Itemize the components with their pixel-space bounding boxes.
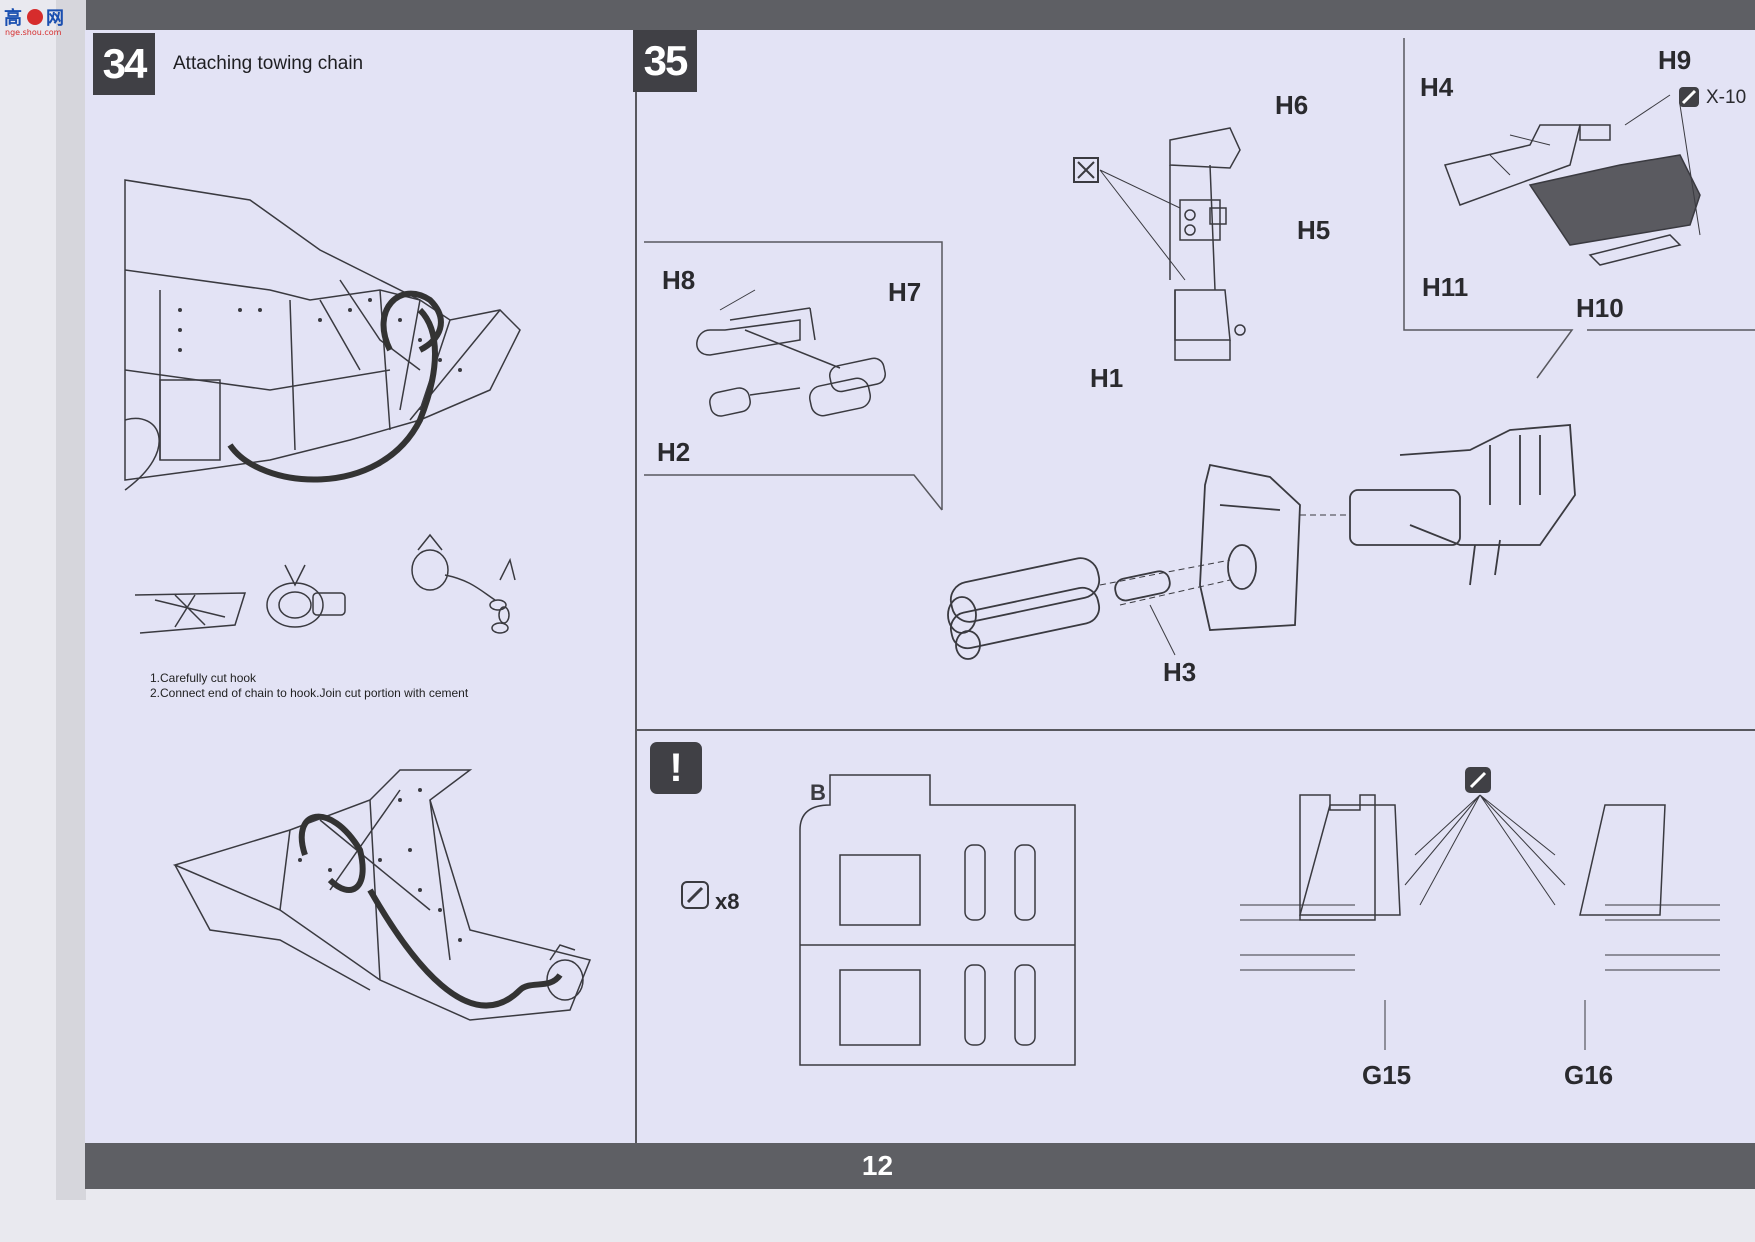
step-35-badge: 35 <box>633 30 697 92</box>
cut-marker-icon <box>1073 157 1099 183</box>
cement-bottle-icon-left <box>681 881 709 909</box>
label-H3: H3 <box>1163 657 1197 687</box>
h4-h9-h10-h11-assembly-drawing <box>1443 94 1701 266</box>
step-34-note-2: 2.Connect end of chain to hook.Join cut … <box>150 686 469 700</box>
sprue-tree-drawing: B <box>799 774 1076 1066</box>
label-G16: G16 <box>1564 1060 1614 1090</box>
quantity-label: x8 <box>715 889 740 914</box>
vehicle-chain-attached-illustration <box>172 769 592 1021</box>
top-band <box>56 0 1755 30</box>
vehicle-front-illustration <box>124 179 521 491</box>
bottom-band <box>85 1143 1755 1189</box>
column-divider <box>635 30 637 1143</box>
hook-chain-illustration <box>411 533 516 634</box>
sprue-letter: B <box>810 780 826 805</box>
section-divider <box>636 729 1755 731</box>
warning-badge: ! <box>650 742 702 794</box>
label-H10: H10 <box>1576 293 1624 323</box>
hook-cut-illustration <box>134 564 346 634</box>
watermark-logo-graphic: 高 网 nge.shou.com <box>4 7 64 37</box>
cement-bottle-icon-right <box>1465 767 1491 793</box>
label-H7: H7 <box>888 277 922 307</box>
step-34-note-1: 1.Carefully cut hook <box>150 671 257 685</box>
label-H11: H11 <box>1422 272 1469 302</box>
label-H5: H5 <box>1297 215 1331 245</box>
svg-text:高: 高 <box>4 7 22 29</box>
inset-frame-left <box>644 241 943 511</box>
h1-h5-h6-assembly-drawing <box>1099 127 1246 361</box>
label-H4: H4 <box>1420 72 1454 102</box>
label-H2: H2 <box>657 437 691 467</box>
inset-frame-right <box>1403 38 1755 379</box>
h7-h8-h2-assembly-drawing <box>696 289 886 417</box>
svg-text:nge.shou.com: nge.shou.com <box>5 28 62 37</box>
gun-main-assembly-drawing <box>947 424 1576 660</box>
paint-brush-icon <box>1679 87 1699 107</box>
page-number: 12 <box>861 1150 894 1181</box>
step-34-title: Attaching towing chain <box>173 53 364 74</box>
label-H6: H6 <box>1275 90 1309 120</box>
g15-g16-parts-drawing <box>1240 794 1720 1050</box>
label-H1: H1 <box>1090 363 1124 393</box>
step-34-badge: 34 <box>93 33 155 95</box>
svg-text:网: 网 <box>46 8 64 29</box>
page-paper <box>85 30 1755 1143</box>
watermark-logo: 高 网 nge.shou.com <box>2 4 68 38</box>
label-H8: H8 <box>662 265 696 295</box>
label-H9: H9 <box>1658 45 1692 75</box>
binding-strip <box>56 0 86 1200</box>
label-G15: G15 <box>1362 1060 1412 1090</box>
paint-code-X-10: X-10 <box>1706 87 1747 108</box>
